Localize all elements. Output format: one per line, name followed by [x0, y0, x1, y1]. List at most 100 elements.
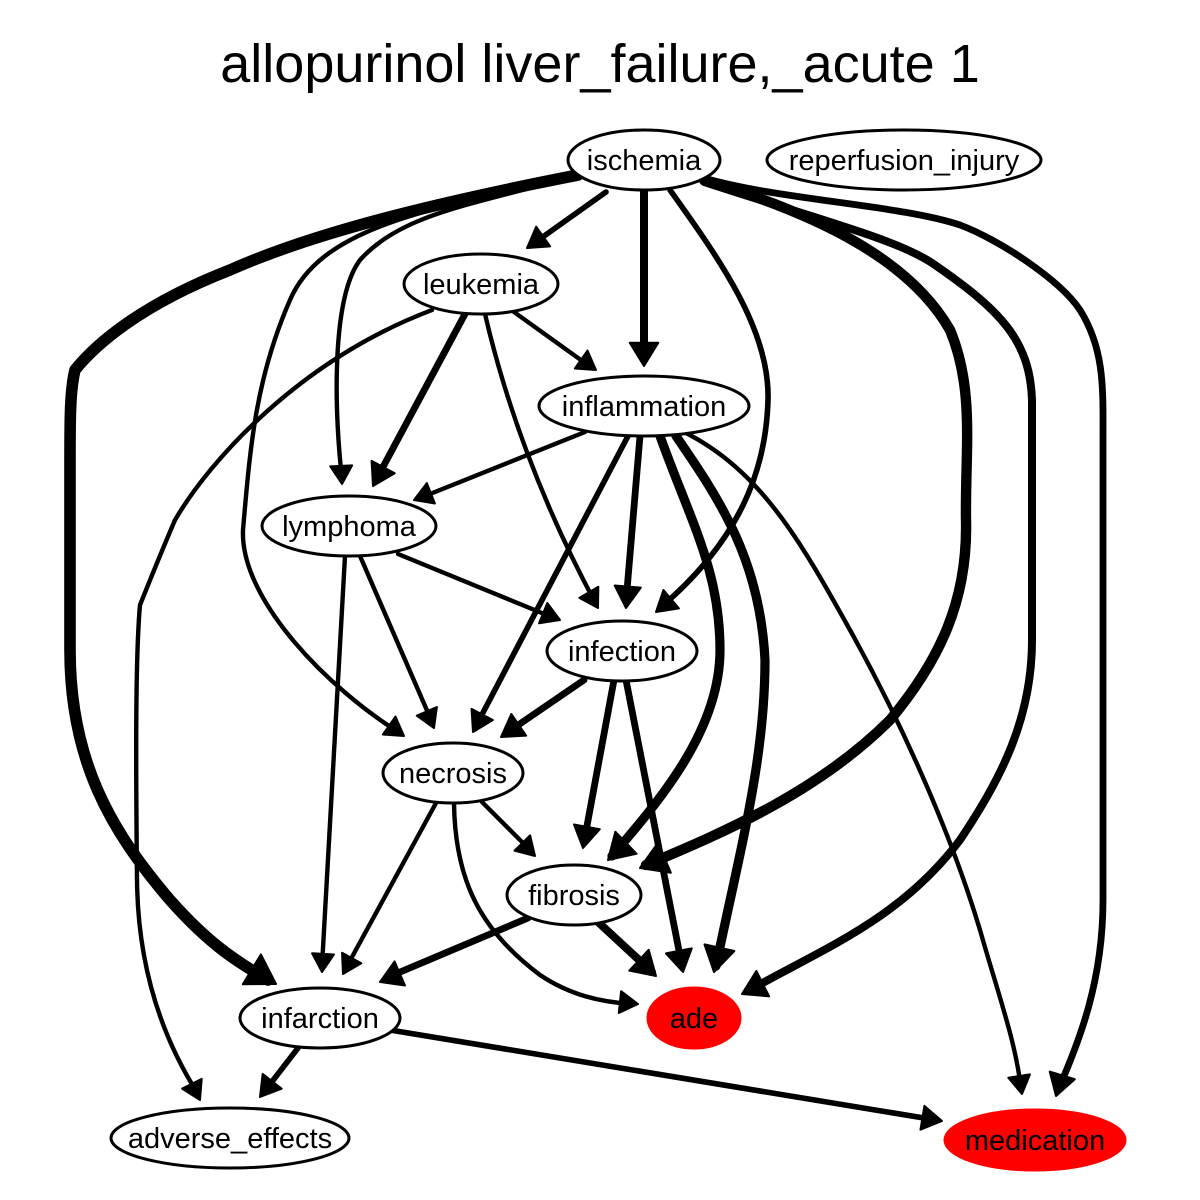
graph-title: allopurinol liver_failure,_acute 1 — [220, 34, 979, 94]
edge-inflammation-to-necrosis — [470, 433, 631, 733]
arrowhead — [370, 459, 396, 487]
edge-infection-to-ade — [622, 676, 693, 973]
node-label: leukemia — [423, 269, 540, 301]
node-fibrosis[interactable]: fibrosis — [505, 863, 643, 927]
node-infection[interactable]: infection — [545, 619, 699, 683]
node-medication[interactable]: medication — [943, 1108, 1127, 1172]
arrowhead — [379, 960, 406, 987]
edge-ischemia-to-medication — [700, 174, 1107, 1097]
edge-infection-to-fibrosis — [573, 676, 618, 849]
edge-line — [451, 800, 635, 1007]
edge-line — [357, 553, 435, 725]
edge-leukemia-to-adverse_effects — [133, 307, 435, 1101]
node-label: medication — [965, 1125, 1105, 1157]
arrowhead — [613, 584, 642, 609]
node-ade[interactable]: ade — [646, 986, 742, 1050]
node-label: fibrosis — [528, 880, 620, 912]
node-shape — [566, 128, 722, 192]
arrowhead — [513, 834, 536, 857]
edge-line — [473, 433, 631, 729]
arrowhead — [311, 952, 335, 973]
arrowhead — [665, 947, 693, 973]
edge-line — [343, 800, 439, 971]
edges-layer — [64, 169, 1107, 1131]
edge-line — [133, 307, 435, 1097]
edge-necrosis-to-infarction — [341, 800, 439, 975]
node-label: ade — [670, 1003, 718, 1035]
edge-line — [607, 431, 725, 861]
edge-line — [580, 676, 618, 846]
node-label: infarction — [261, 1003, 379, 1035]
arrowhead — [413, 482, 436, 505]
edge-lymphoma-to-necrosis — [357, 553, 438, 729]
edge-line — [64, 169, 584, 986]
node-shape — [505, 863, 643, 927]
edge-line — [482, 311, 599, 607]
node-shape — [545, 619, 699, 683]
node-label: reperfusion_injury — [789, 145, 1020, 177]
edge-ischemia-to-ade — [700, 178, 1036, 998]
arrowhead — [655, 589, 680, 613]
node-shape — [238, 986, 402, 1050]
nodes-layer: ischemia reperfusion_injury leukemia inflam… — [109, 128, 1127, 1172]
node-reperfusion_injury[interactable]: reperfusion_injury — [765, 128, 1043, 192]
edge-line — [395, 551, 557, 621]
edge-line — [382, 914, 532, 982]
edge-line — [681, 429, 1024, 1091]
node-shape — [537, 374, 751, 438]
node-shape — [260, 494, 438, 558]
arrowhead — [415, 705, 438, 729]
arrowhead — [329, 464, 354, 485]
edge-ischemia-to-infection — [655, 187, 771, 613]
arrowhead — [500, 713, 528, 738]
edge-line — [671, 431, 770, 971]
node-infarction[interactable]: infarction — [238, 986, 402, 1050]
arrowhead — [573, 823, 601, 849]
node-shape — [381, 741, 525, 805]
edge-necrosis-to-ade — [451, 800, 639, 1014]
arrowhead — [628, 341, 660, 367]
node-label: adverse_effects — [128, 1123, 332, 1155]
node-shape — [402, 252, 560, 316]
edge-line — [700, 174, 1107, 1094]
edge-line — [319, 553, 348, 969]
edge-inflammation-to-lymphoma — [413, 429, 588, 505]
edge-line — [657, 187, 771, 611]
node-shape — [765, 128, 1043, 192]
edge-leukemia-to-lymphoma — [370, 310, 469, 487]
edge-inflammation-to-ade — [671, 431, 770, 973]
edge-leukemia-to-infection — [482, 311, 600, 609]
arrowhead — [573, 349, 597, 371]
arrowhead — [470, 707, 494, 733]
node-shape — [943, 1108, 1127, 1172]
edge-line — [622, 676, 686, 970]
arrowhead — [538, 601, 561, 625]
node-adverse_effects[interactable]: adverse_effects — [109, 1106, 351, 1170]
edge-line — [372, 310, 469, 484]
edge-inflammation-to-medication — [681, 429, 1031, 1095]
node-inflammation[interactable]: inflammation — [537, 374, 751, 438]
node-label: infection — [568, 636, 676, 668]
arrowhead — [1048, 1070, 1076, 1097]
node-lymphoma[interactable]: lymphoma — [260, 494, 438, 558]
edge-ischemia-to-infarction — [64, 169, 584, 986]
node-label: inflammation — [562, 391, 726, 423]
arrowhead — [919, 1104, 943, 1131]
node-shape — [646, 986, 742, 1050]
edge-lymphoma-to-infection — [395, 551, 561, 625]
arrowhead — [607, 830, 638, 861]
edge-line — [640, 174, 973, 871]
edge-ischemia-to-leukemia — [526, 189, 609, 249]
edge-fibrosis-to-infarction — [379, 914, 532, 987]
arrowhead — [381, 715, 405, 737]
node-necrosis[interactable]: necrosis — [381, 741, 525, 805]
node-ischemia[interactable]: ischemia — [566, 128, 722, 192]
edge-infarction-to-medication — [387, 1027, 943, 1131]
arrowhead — [241, 953, 277, 986]
edge-line — [511, 309, 595, 371]
arrowhead — [628, 948, 657, 977]
node-leukemia[interactable]: leukemia — [402, 252, 560, 316]
edge-line — [417, 429, 588, 501]
arrowhead — [617, 990, 639, 1014]
